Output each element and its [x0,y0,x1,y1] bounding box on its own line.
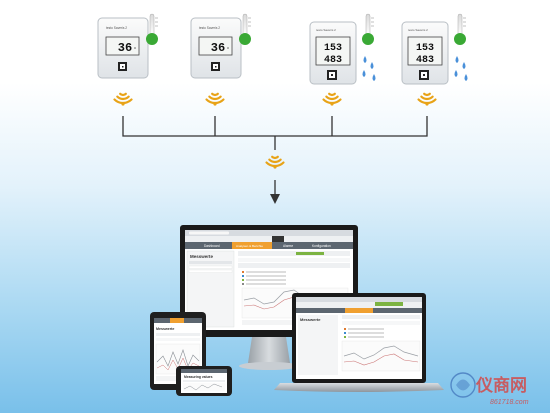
laptop-base [274,383,444,392]
tablet-title: Messwerte [156,327,174,331]
logger-display [105,36,140,56]
wifi-signal-icon [113,92,133,106]
thermometer-icon [146,13,158,45]
tab-analysis-label: Analysen & Berichte [236,244,263,248]
watermark-logo: 仪商网 861718.com [450,372,529,406]
logger-display [407,36,443,66]
data-logger-2: testo Saveris 2 36 ° [190,17,242,79]
tab-alarms[interactable]: Alarme [283,244,293,248]
connector-lines [122,116,428,194]
wifi-signal-icon [265,155,285,169]
logger-name: testo Saveris 2 [408,28,428,32]
logger-reading: 36 [118,41,132,55]
wifi-signal-icon [322,92,342,106]
wireless-signals [113,92,437,169]
logger-reading-top: 153 [324,43,342,54]
logger-display [315,36,351,66]
wifi-signal-icon [205,92,225,106]
watermark-title: 仪商网 [475,375,527,395]
laptop: Messwerte [274,293,444,392]
smartphone: Measuring values [176,366,232,396]
watermark-url: 861718.com [490,399,529,406]
data-logger-3: testo Saveris 2 153 483 [309,21,357,85]
arrow-down-icon [270,194,280,204]
thermometer-icon [362,13,374,45]
laptop-panel-title: Messwerte [300,317,321,322]
wifi-signal-icon [417,92,437,106]
thermometer-icon [454,13,466,45]
thermometer-icon [239,13,251,45]
logger-name: testo Saveris 2 [316,28,336,32]
tab-dashboard[interactable]: Dashboard [204,244,220,248]
logger-name: testo Saveris 2 [199,26,220,30]
logger-reading-bottom: 483 [324,55,342,66]
logger-unit: ° [227,47,229,53]
logger-reading-bottom: 483 [416,55,434,66]
logger-unit: ° [134,47,136,53]
water-drops-icon [454,56,468,81]
data-logger-4: testo Saveris 2 153 483 [401,21,449,85]
water-drops-icon [362,56,376,81]
logger-reading: 36 [211,41,225,55]
logger-display [198,36,233,56]
tab-analysis[interactable] [232,242,272,249]
tab-configuration[interactable]: Konfiguration [312,244,331,248]
logger-reading-top: 153 [416,43,434,54]
panel-title: Messwerte [190,254,214,259]
phone-title: Measuring values [184,375,213,379]
data-logger-1: testo Saveris 2 36 ° [97,17,149,79]
logger-name: testo Saveris 2 [106,26,127,30]
